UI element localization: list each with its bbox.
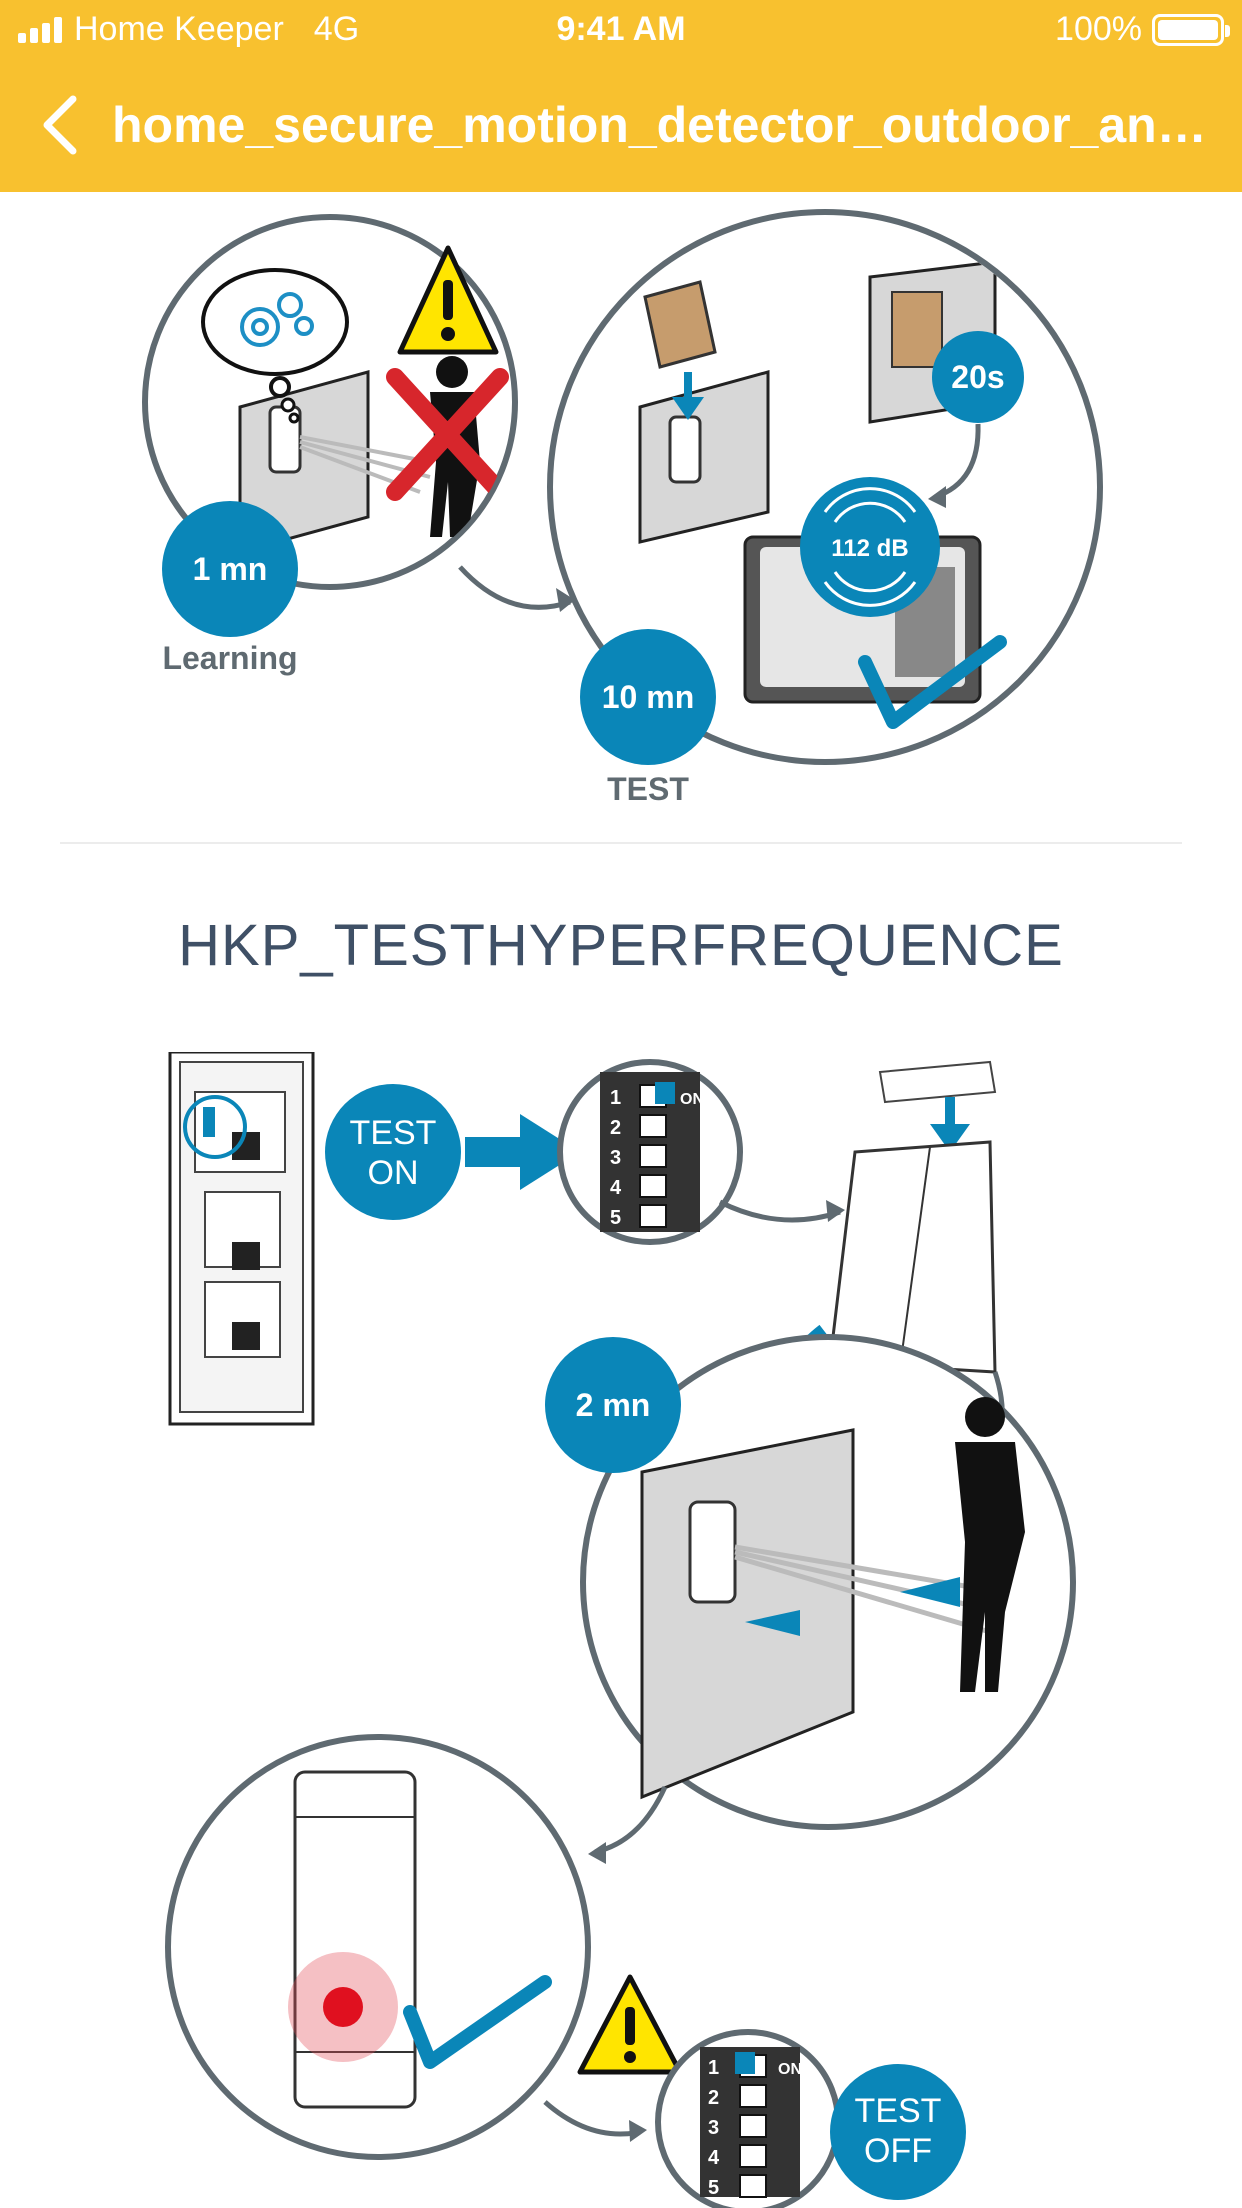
svg-text:TEST: TEST [607, 771, 689, 807]
svg-text:TEST: TEST [350, 1114, 437, 1152]
network-type: 4G [313, 10, 360, 48]
content-area: 1 mn Learning 112 dB 20s [0, 192, 1242, 2208]
svg-text:4: 4 [708, 2147, 720, 2169]
test-on-badge [325, 1084, 461, 1220]
svg-text:Learning: Learning [162, 640, 297, 676]
navigation-bar: home_secure_motion_detector_outdoor_anti… [0, 90, 1242, 170]
status-bar: Home Keeper 4G 9:41 AM 100% [0, 0, 1242, 62]
clock: 9:41 AM [556, 10, 686, 48]
svg-text:1: 1 [610, 1087, 621, 1109]
walk-test-time-badge [545, 1337, 681, 1473]
svg-text:1 mn: 1 mn [193, 551, 268, 587]
svg-text:3: 3 [610, 1147, 621, 1169]
svg-text:ON: ON [778, 2061, 802, 2078]
timer-badge [932, 331, 1024, 423]
svg-text:2: 2 [610, 1117, 621, 1139]
svg-text:OFF: OFF [864, 2132, 932, 2170]
svg-text:ON: ON [680, 1091, 704, 1108]
svg-text:ON: ON [368, 1154, 419, 1192]
svg-text:2: 2 [708, 2087, 719, 2109]
battery-percent: 100% [1055, 10, 1142, 48]
section-divider [60, 842, 1182, 844]
test-time-badge [580, 629, 716, 765]
section-title: HKP_TESTHYPERFREQUENCE [178, 913, 1064, 978]
learning-test-illustration: 1 mn Learning 112 dB 20s [142, 209, 1103, 807]
svg-text:TEST: TEST [855, 2092, 942, 2130]
svg-text:112 dB: 112 dB [831, 535, 908, 562]
svg-text:5: 5 [708, 2177, 719, 2199]
microwave-test-illustration: TEST ON 1 2 3 4 5 ON [165, 1052, 1076, 2208]
chevron-left-icon [43, 95, 77, 155]
carrier-name: Home Keeper [74, 10, 284, 48]
svg-text:5: 5 [610, 1207, 621, 1229]
learning-time-badge [162, 501, 298, 637]
siren-indicator [800, 477, 940, 617]
svg-text:20s: 20s [951, 359, 1004, 395]
svg-text:2 mn: 2 mn [576, 1387, 651, 1423]
svg-text:3: 3 [708, 2117, 719, 2139]
top-bar: Home Keeper 4G 9:41 AM 100% home_secure_… [0, 0, 1242, 192]
svg-text:1: 1 [708, 2057, 719, 2079]
battery-icon [1152, 13, 1230, 46]
svg-text:10 mn: 10 mn [602, 679, 694, 715]
page-title: home_secure_motion_detector_outdoor_anti… [112, 97, 1212, 153]
svg-text:4: 4 [610, 1177, 622, 1199]
back-button[interactable] [34, 90, 84, 160]
test-off-badge [830, 2064, 966, 2200]
signal-icon [18, 16, 62, 43]
